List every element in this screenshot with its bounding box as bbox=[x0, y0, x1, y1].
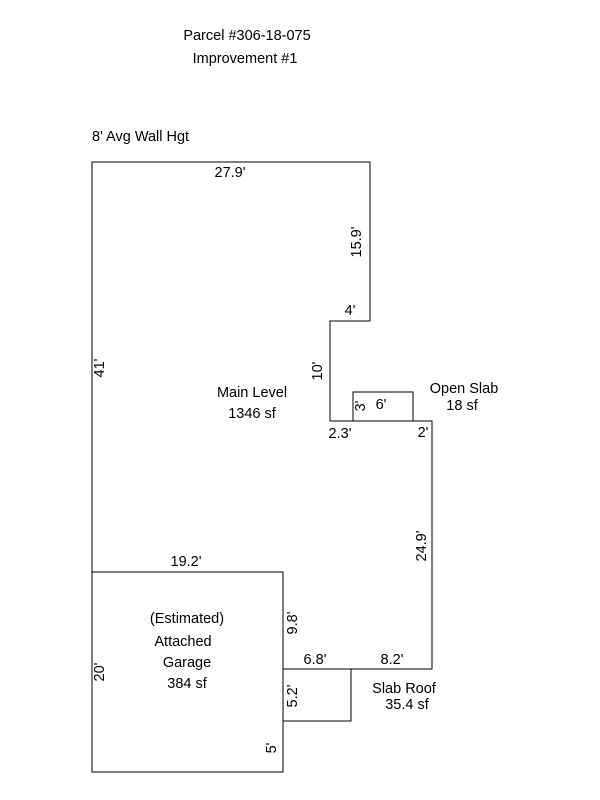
open-slab-outline bbox=[352, 391, 414, 422]
dim-open-slab-height: 3' bbox=[353, 400, 369, 411]
garage-note: (Estimated) bbox=[150, 611, 224, 627]
dim-main-left: 41' bbox=[92, 358, 108, 377]
dim-main-right-lower: 24.9' bbox=[414, 530, 430, 561]
dim-slab-roof-top: 6.8' bbox=[304, 652, 327, 668]
main-level-name: Main Level bbox=[217, 385, 287, 401]
dim-garage-top: 19.2' bbox=[171, 554, 202, 570]
open-slab-name: Open Slab bbox=[430, 381, 499, 397]
dim-open-slab-width: 6' bbox=[376, 397, 387, 413]
dim-garage-right: 9.8' bbox=[285, 611, 301, 634]
garage-label-line2: Garage bbox=[163, 655, 211, 671]
dim-main-step: 4' bbox=[345, 303, 356, 319]
dim-main-notch-bottom: 2.3' bbox=[329, 426, 352, 442]
slab-roof-size: 35.4 sf bbox=[385, 697, 429, 713]
slab-roof-outline bbox=[282, 668, 352, 722]
garage-size: 384 sf bbox=[167, 676, 207, 692]
improvement-number: Improvement #1 bbox=[193, 51, 298, 67]
dim-open-slab-right: 2' bbox=[418, 425, 429, 441]
dim-main-bottom-right: 8.2' bbox=[381, 652, 404, 668]
garage-label-line1: Attached bbox=[154, 634, 211, 650]
garage-outline bbox=[91, 571, 284, 773]
open-slab-size: 18 sf bbox=[446, 398, 478, 414]
dim-slab-roof-side: 5.2' bbox=[285, 684, 301, 707]
dim-main-right-upper: 15.9' bbox=[349, 226, 365, 257]
dim-garage-left: 20' bbox=[92, 662, 108, 681]
slab-roof-name: Slab Roof bbox=[372, 681, 437, 697]
dim-main-top: 27.9' bbox=[215, 165, 246, 181]
wall-height-label: 8' Avg Wall Hgt bbox=[92, 129, 189, 145]
dim-garage-right-lower: 5' bbox=[264, 742, 280, 753]
parcel-number: Parcel #306-18-075 bbox=[183, 28, 310, 44]
main-level-size: 1346 sf bbox=[228, 406, 277, 422]
dim-main-notch: 10' bbox=[310, 361, 326, 380]
